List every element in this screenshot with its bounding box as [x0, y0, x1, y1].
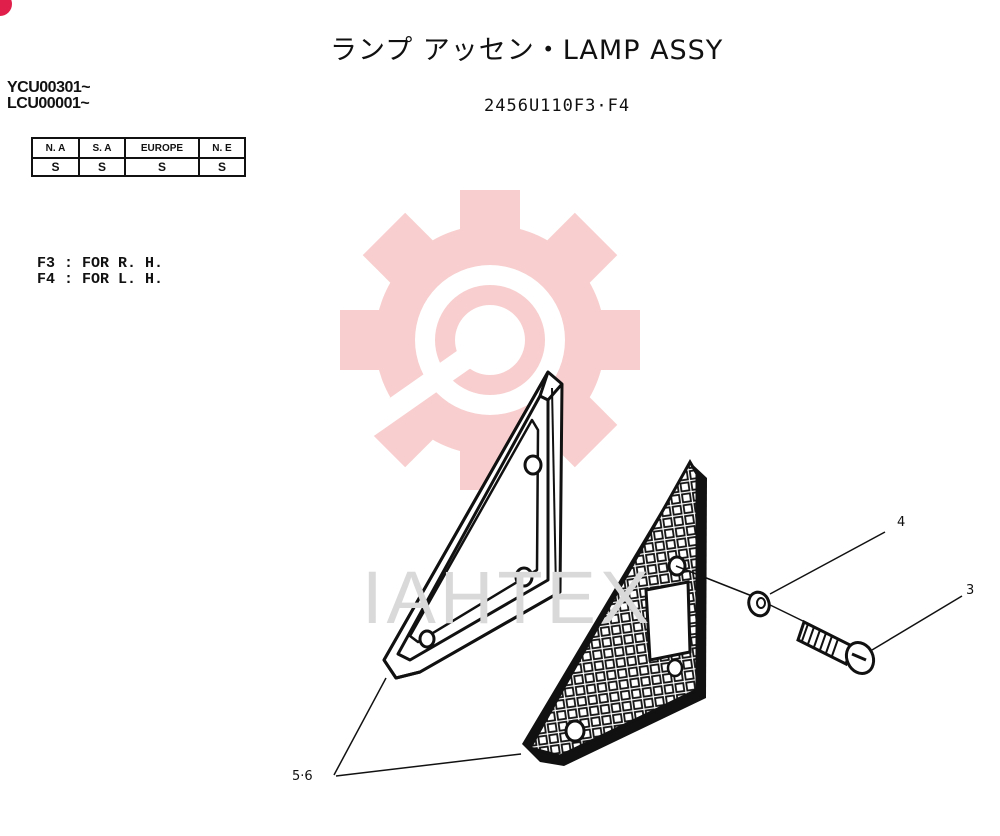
- reflector-lens: [522, 458, 707, 766]
- callout-bolt: 3: [966, 583, 975, 598]
- region-code-ne: S: [198, 157, 246, 177]
- serial-range-2: LCU00001~: [7, 95, 90, 112]
- page-title: ランプ アッセン・LAMP ASSY: [330, 35, 724, 66]
- part-number: 2456U110F3·F4: [484, 96, 631, 116]
- region-header-sa: S. A: [78, 137, 126, 159]
- reflector-frame: [382, 370, 564, 680]
- serial-range-1: YCU00301~: [7, 79, 91, 96]
- region-code-europe: S: [124, 157, 200, 177]
- region-header-ne: N. E: [198, 137, 246, 159]
- region-header-europe: EUROPE: [124, 137, 200, 159]
- region-code-sa: S: [78, 157, 126, 177]
- watermark-text: IAHTEX: [362, 556, 654, 639]
- leader-lines: [333, 531, 963, 777]
- washer: [747, 590, 771, 618]
- region-header-na: N. A: [31, 137, 80, 159]
- region-code-na: S: [31, 157, 80, 177]
- corner-badge-icon: [0, 0, 12, 16]
- watermark-gear-icon: [328, 190, 640, 490]
- bolt: [796, 619, 876, 676]
- callout-reflector: 5·6: [292, 769, 313, 784]
- region-table: N. A S. A EUROPE N. E S S S S: [31, 137, 246, 177]
- note-f3: F3 : FOR R. H.: [37, 255, 164, 272]
- note-f4: F4 : FOR L. H.: [37, 271, 164, 288]
- assembly-lines: [675, 565, 806, 623]
- callout-washer: 4: [897, 515, 906, 530]
